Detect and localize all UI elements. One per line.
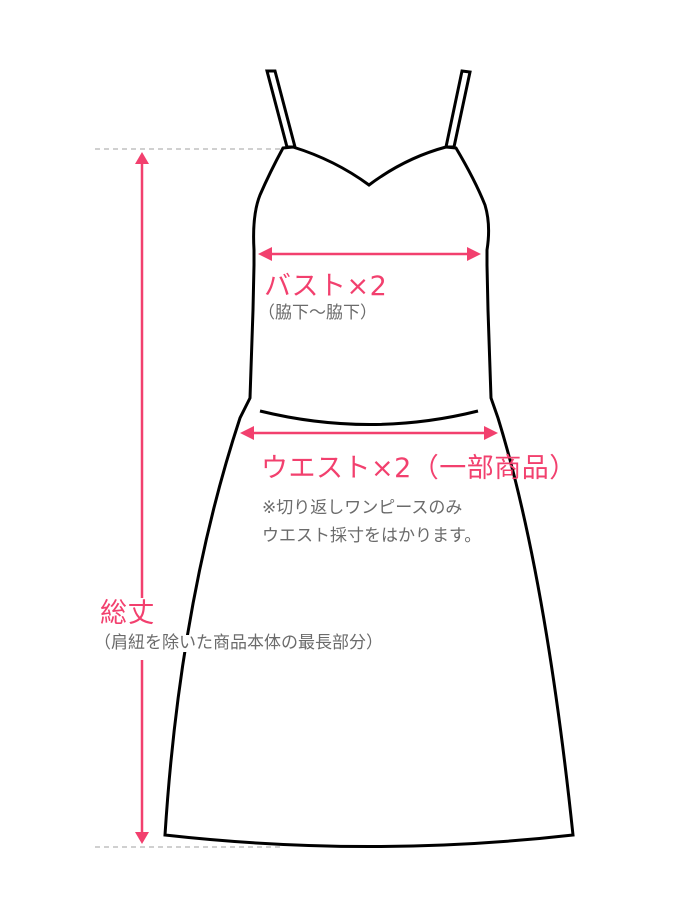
waist-note-line2: ウエスト採寸をはかります。 (262, 526, 482, 546)
right-strap (444, 69, 472, 149)
left-strap (265, 69, 297, 149)
waist-note-line1: ※切り返しワンピースのみ (262, 498, 463, 518)
waist-arrow (240, 426, 498, 440)
bust-label: バスト×2 (264, 271, 388, 302)
dress-outline (163, 145, 575, 848)
length-note: （肩紐を除いた商品本体の最長部分） (94, 633, 383, 653)
waist-label: ウエスト×2（一部商品） (261, 453, 577, 484)
bust-arrow (258, 247, 481, 261)
waist-seam (259, 409, 479, 426)
length-label: 総丈 (100, 598, 155, 629)
length-arrow (135, 152, 149, 844)
bust-note: （脇下〜脇下） (258, 303, 377, 323)
